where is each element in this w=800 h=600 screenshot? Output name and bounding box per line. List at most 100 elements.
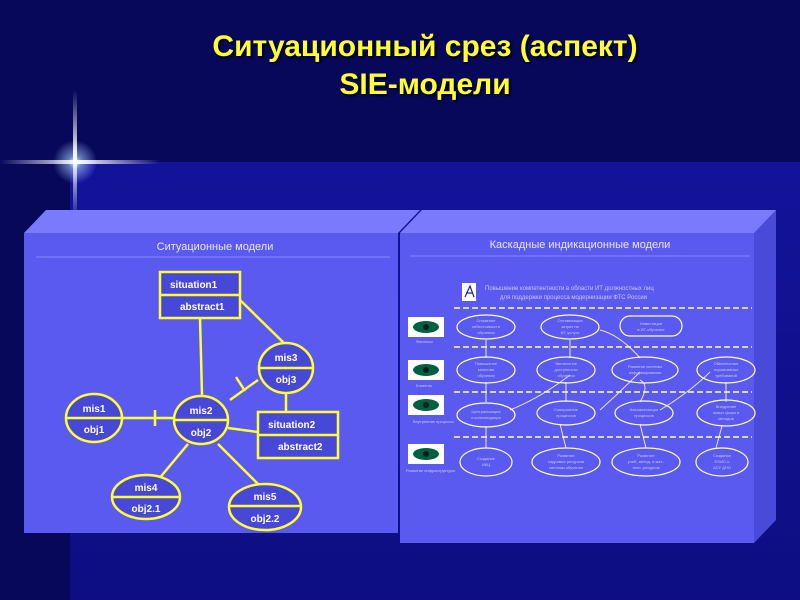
svg-text:Развитие: Развитие — [557, 453, 575, 458]
svg-text:обучения: обучения — [557, 373, 574, 378]
mis5-bottom-label: obj2.2 — [251, 514, 280, 525]
background-top — [0, 0, 800, 162]
svg-text:информирования: информирования — [629, 370, 662, 375]
ellipse-mis2: mis2 obj2 — [172, 394, 230, 446]
row4-label: Развитие инфраструктуры — [406, 468, 455, 473]
svg-text:новых форм и: новых форм и — [713, 410, 739, 415]
title-line-2: SIE-модели — [339, 68, 511, 101]
mis4-top-label: mis4 — [135, 483, 158, 494]
crossing-tick-1 — [234, 376, 247, 392]
box-situation2-top-label: situation2 — [268, 420, 316, 431]
right-panel-front-face — [400, 233, 754, 543]
cascade-logo-icon — [462, 283, 476, 301]
svg-text:процессов: процессов — [634, 413, 653, 418]
svg-text:системы обучения: системы обучения — [549, 465, 583, 470]
row1-label: Финансы — [416, 339, 433, 344]
svg-text:кадровых ресурсов: кадровых ресурсов — [548, 459, 584, 464]
svg-text:Обеспечение: Обеспечение — [714, 361, 740, 366]
svg-text:нормативных: нормативных — [714, 367, 739, 372]
cascade-header-line2: для поддержки процесса модернизации ФТС … — [500, 295, 647, 301]
left-panel: Ситуационные модели — [24, 210, 420, 533]
svg-text:Создание: Создание — [477, 456, 496, 461]
mis5-top-label: mis5 — [254, 492, 277, 503]
left-connectors — [122, 299, 288, 485]
svg-text:доступности: доступности — [554, 367, 577, 372]
svg-text:Развитие: Развитие — [637, 453, 655, 458]
svg-text:затрат на: затрат на — [561, 324, 579, 329]
box-situation2-bottom-label: abstract2 — [278, 442, 323, 453]
mis1-bottom-label: obj1 — [84, 425, 105, 436]
eye-icon-row1 — [408, 317, 444, 337]
svg-text:Совершение: Совершение — [554, 407, 579, 412]
right-panel-top-face — [400, 210, 776, 233]
connector-mis2-situation2 — [227, 426, 259, 434]
node-r2-1 — [456, 356, 516, 384]
connector-mis2-mis5 — [217, 443, 259, 485]
svg-text:Увеличение: Увеличение — [555, 361, 578, 366]
node-r4-4 — [695, 447, 749, 477]
node-r1-2 — [540, 314, 600, 340]
svg-text:Снижение: Снижение — [477, 318, 497, 323]
box-situation1-bottom-label: abstract1 — [180, 302, 225, 313]
svg-text:техн. ресурсов: техн. ресурсов — [632, 465, 659, 470]
svg-text:ИКЦ: ИКЦ — [482, 462, 490, 467]
right-panel-heading: Каскадные индикационные модели — [490, 239, 671, 251]
eye-icon-row3 — [408, 395, 444, 415]
cascade-header-line1: Повышение компетентности в области ИТ до… — [485, 286, 654, 292]
svg-text:Централизация: Централизация — [472, 409, 501, 414]
svg-text:ЕОИС и: ЕОИС и — [715, 459, 730, 464]
svg-text:обучения: обучения — [477, 330, 494, 335]
ellipse-mis5: mis5 obj2.2 — [227, 482, 303, 532]
ellipse-mis3: mis3 obj3 — [257, 341, 315, 395]
svg-text:АСУ ДПО: АСУ ДПО — [713, 465, 731, 470]
mis3-bottom-label: obj3 — [276, 375, 297, 386]
row2-label: Клиенты — [416, 383, 432, 388]
node-r1-1 — [456, 314, 516, 340]
node-r2-3 — [611, 356, 679, 384]
node-r3-1 — [456, 402, 516, 428]
slide-title: Ситуационный срез (аспект) SIE-модели — [100, 28, 750, 104]
svg-text:качества: качества — [478, 367, 495, 372]
node-r2-4 — [696, 356, 756, 384]
node-r3-4 — [696, 399, 756, 427]
svg-text:Внедрение: Внедрение — [716, 404, 737, 409]
svg-text:Развитие системы: Развитие системы — [628, 364, 662, 369]
eye-icon-row4 — [408, 444, 444, 464]
svg-text:Повышение: Повышение — [475, 361, 498, 366]
node-r3-2 — [536, 400, 596, 426]
node-r4-1 — [459, 447, 513, 477]
svg-text:себестоимости: себестоимости — [472, 324, 500, 329]
svg-text:в ИТ-обучение: в ИТ-обучение — [637, 327, 665, 332]
svg-text:учеб.-метод. и мат.-: учеб.-метод. и мат.- — [628, 459, 665, 464]
connector-mis2-mis4 — [157, 443, 189, 481]
ellipse-mis1: mis1 obj1 — [64, 392, 124, 444]
node-r4-2 — [531, 447, 601, 477]
svg-text:методов: методов — [718, 416, 733, 421]
svg-text:Оптимизация: Оптимизация — [557, 318, 582, 323]
right-panel: Каскадные индикационные модели — [400, 210, 776, 543]
svg-text:ИТ-услуги: ИТ-услуги — [561, 330, 580, 335]
svg-text:Инвестиции: Инвестиции — [640, 321, 662, 326]
title-line-1: Ситуационный срез (аспект) — [212, 30, 638, 63]
mis3-top-label: mis3 — [275, 353, 298, 364]
node-r2-2 — [536, 356, 596, 384]
svg-text:и консолидация: и консолидация — [471, 415, 501, 420]
node-r3-3 — [614, 400, 674, 426]
mis1-top-label: mis1 — [83, 404, 106, 415]
connector-situation1-mis3 — [239, 299, 287, 346]
svg-text:требований: требований — [715, 373, 737, 378]
box-situation1-top-label: situation1 — [170, 280, 218, 291]
ellipse-mis4: mis4 obj2.1 — [110, 473, 182, 521]
mis2-top-label: mis2 — [190, 406, 213, 417]
box-situation1: situation1 abstract1 — [158, 270, 242, 320]
box-situation2: situation2 abstract2 — [256, 410, 340, 460]
svg-text:обучения: обучения — [477, 373, 494, 378]
mis4-bottom-label: obj2.1 — [132, 504, 161, 515]
node-r1-3 — [619, 315, 683, 337]
svg-text:Автоматизация: Автоматизация — [630, 407, 658, 412]
row3-label: Внутренние процессы — [413, 419, 454, 424]
mis2-bottom-label: obj2 — [191, 428, 212, 439]
left-panel-top-face — [24, 210, 420, 233]
